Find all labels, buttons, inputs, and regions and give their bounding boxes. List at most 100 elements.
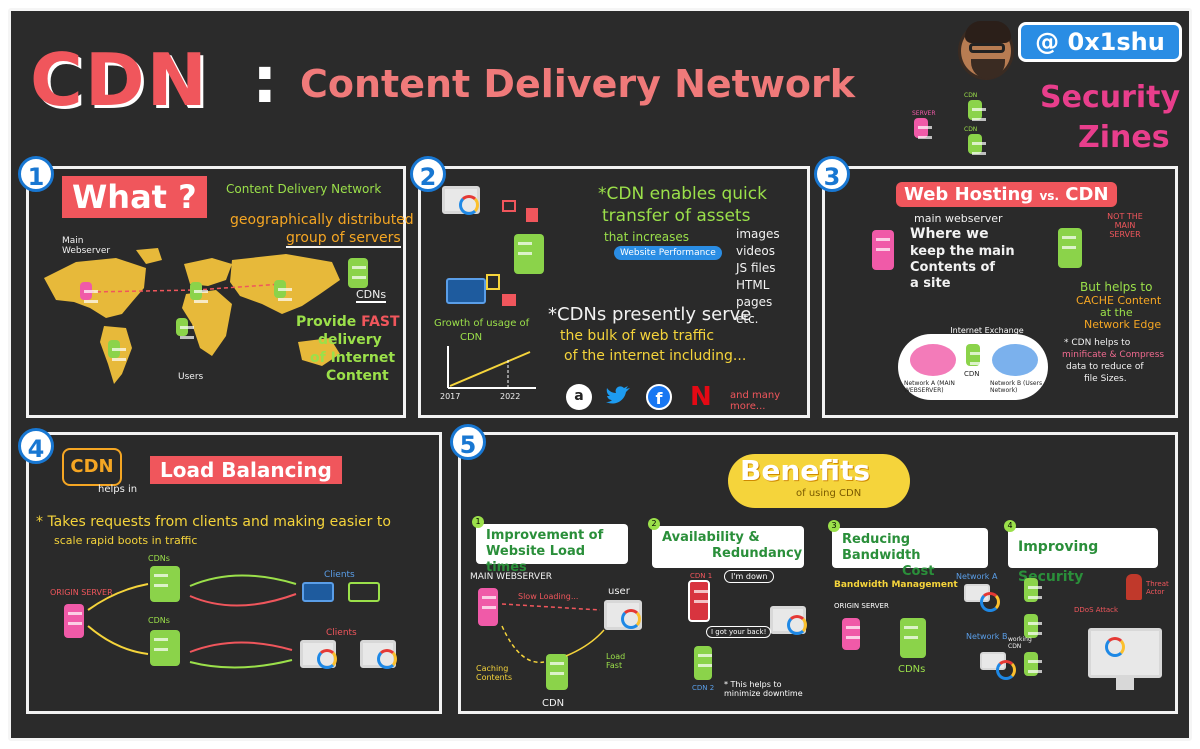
brand-line-1: Security [1040, 80, 1181, 115]
benefit-3-line-2: Cost [902, 564, 935, 579]
page-title: Content Delivery Network [300, 62, 856, 106]
b2-got-back-bubble: I got your back! [706, 626, 772, 638]
benefit-2-line-2: Redundancy [712, 546, 803, 561]
mini-cdn-label-2: CDN [964, 126, 978, 133]
panel-2-number: 2 [410, 156, 446, 192]
serve-line-3: of the internet including... [564, 348, 747, 364]
panel-5-number: 5 [450, 424, 486, 460]
b1-cdn-icon [546, 654, 568, 690]
network-b-label: Network B (Users Network) [990, 380, 1043, 394]
ixp-label: Internet Exchange Point (IXP) [950, 326, 1024, 344]
client-laptop-1 [302, 582, 334, 602]
where-line-3: Contents of [910, 260, 996, 275]
b3-origin-label: ORIGIN SERVER [834, 602, 889, 610]
panel-3-number: 3 [814, 156, 850, 192]
client-laptop-2 [348, 582, 380, 602]
desktop-icon [442, 186, 480, 215]
provide-line-3: of Internet [310, 350, 396, 366]
b2-minimize-note: * This helps to minimize downtime [724, 680, 803, 698]
brand-line-2: Zines [1078, 120, 1170, 155]
provide-line-2: delivery [318, 332, 382, 348]
b1-main-webserver-label: MAIN WEBSERVER [470, 572, 553, 582]
benefit-1-line-2: Website Load times [486, 544, 586, 575]
website-performance-badge: Website Performance [614, 246, 722, 260]
cdns-legend-label: CDNs [356, 288, 387, 303]
amazon-logo-icon: a [566, 384, 592, 410]
helps-line-3: at the [1100, 306, 1133, 319]
b4-monitor-stand [1116, 678, 1134, 690]
lb-desc-1: * Takes requests from clients and making… [36, 514, 391, 530]
b1-arrows [501, 603, 605, 664]
b1-user-monitor [604, 600, 642, 630]
benefit-3-line-1: Reducing Bandwidth [842, 532, 921, 563]
b2-cdn1-down-icon [688, 580, 710, 622]
what-line-2: geographically distributed [230, 212, 414, 228]
benefits-title: Benefits [740, 454, 871, 487]
cdns-label-top: CDNs [148, 554, 170, 563]
b1-caching: Caching Contents [476, 664, 512, 682]
b3-network-a-monitor [964, 584, 1000, 612]
load-balancing-tag: Load Balancing [150, 456, 342, 484]
b4-cdn-icon-1 [1024, 578, 1042, 602]
benefit-1-box: Improvement of Website Load times [476, 524, 628, 575]
minify-line-3: data to reduce of [1066, 362, 1144, 372]
asset-item-images: images [736, 227, 780, 241]
mini-server-label: SERVER [912, 110, 936, 117]
clients-label-bottom: Clients [326, 628, 357, 638]
b4-protected-monitor [1088, 628, 1162, 678]
b1-user-label: user [608, 586, 630, 597]
facebook-logo-icon: f [646, 384, 672, 410]
provide-line-4: Content [326, 368, 389, 384]
many-more-text: and many more... [730, 390, 781, 412]
benefits-subtitle: of using CDN [796, 488, 862, 499]
b2-cdn1-label: CDN 1 [690, 572, 713, 580]
map-cdn-icon-1 [190, 282, 208, 303]
cdn-logo-text: CDN [30, 38, 209, 122]
title-vs: vs. [1039, 189, 1060, 203]
year-end: 2022 [500, 392, 521, 401]
cdn-burst-badge: CDN [62, 448, 122, 486]
amazon-letter: a [574, 388, 584, 404]
cdn-cluster-top-icon [150, 566, 180, 602]
client-monitor-2 [360, 640, 397, 669]
title-cdn: CDN [1065, 184, 1109, 205]
growth-label-1: Growth of usage of [434, 318, 530, 329]
benefit-1-dot: 1 [472, 516, 484, 528]
benefit-1-line-1: Improvement of [486, 528, 604, 543]
header-colon: : [252, 44, 278, 118]
panel-4-number: 4 [18, 428, 54, 464]
twitter-logo-icon [606, 386, 630, 404]
html-asset-icon [486, 274, 500, 290]
lb-arrows [87, 574, 297, 669]
users-label: Users [178, 372, 204, 382]
serve-line-1: *CDNs presently serve [548, 304, 752, 325]
hosting-server-icon [872, 230, 894, 270]
b3-network-a-label: Network A [956, 572, 998, 581]
mini-cdn-icon-1 [968, 100, 986, 121]
growth-label-2: CDN [460, 332, 483, 343]
b4-cdn-icon-3 [1024, 652, 1042, 676]
benefits-banner [728, 454, 910, 508]
increases-text: that increases [604, 230, 690, 244]
map-cdn-icon-4 [108, 340, 126, 361]
benefit-2-dot: 2 [648, 518, 660, 530]
b1-slow-loading: Slow Loading... [518, 592, 579, 601]
origin-server-label: ORIGIN SERVER [50, 588, 113, 597]
client-monitor-1 [300, 640, 337, 669]
asset-item-js: JS files [736, 261, 776, 275]
cdn-hub-icon [514, 234, 544, 274]
cdns-label-bottom: CDNs [148, 616, 170, 625]
clients-label-top: Clients [324, 570, 355, 580]
benefit-4-dot: 4 [1004, 520, 1016, 532]
cdn-server-icon [1058, 228, 1082, 268]
panel-1-number: 1 [18, 156, 54, 192]
benefit-3-box: Reducing Bandwidth Cost [832, 528, 988, 579]
b4-working-label: working CDN [1008, 636, 1032, 650]
handle-badge[interactable]: @ 0x1shu [1018, 22, 1182, 62]
b1-cdn-label: CDN [542, 698, 565, 709]
mini-cdn-label-1: CDN [964, 92, 978, 99]
map-cdn-icon-2 [274, 280, 292, 301]
network-a-label: Network A (MAIN WEBSERVER) [904, 380, 955, 394]
benefit-4-box: Improving Security [1008, 528, 1158, 585]
netflix-logo-icon: N [690, 382, 712, 412]
